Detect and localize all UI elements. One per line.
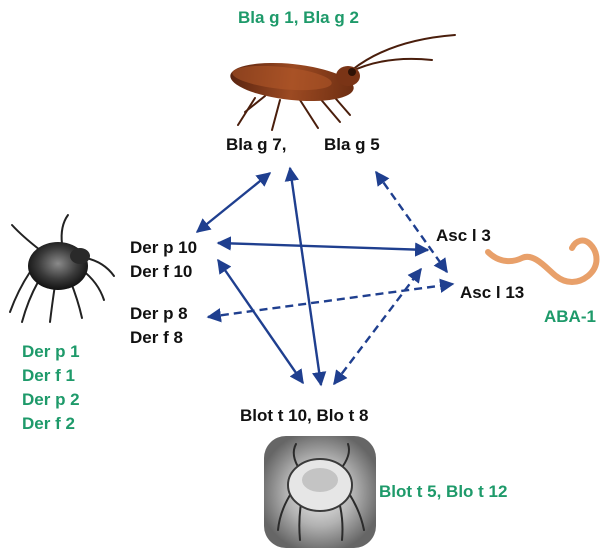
cockroach-label-blag5: Bla g 5: [324, 135, 380, 154]
storage-mite-illustration: [264, 436, 376, 548]
mite-label-derp10: Der p 10: [130, 238, 198, 257]
arrow-derp10-blott10: [217, 258, 304, 385]
arrow-blag7-blott10: [284, 166, 327, 387]
mite-green-derp2: Der p 2: [22, 390, 80, 409]
mite-label-derp8: Der p 8: [130, 304, 188, 323]
house-dust-mite-illustration: [9, 214, 115, 323]
cockroach-illustration: [230, 34, 456, 131]
mite-green-derp1: Der p 1: [22, 342, 80, 361]
blomia-label: Blot t 10, Blo t 8: [240, 406, 369, 425]
mite-green-derf2: Der f 2: [22, 414, 75, 433]
arrow-blot8-ascl13: [333, 267, 422, 386]
mite-green-derf1: Der f 1: [22, 366, 75, 385]
worm-label-ascl13: Asc l 13: [460, 283, 525, 302]
arrow-derf8-ascl13: [206, 278, 455, 323]
cockroach-green-label: Bla g 1, Bla g 2: [238, 8, 359, 27]
cockroach-label-blag7: Bla g 7,: [226, 135, 287, 154]
arrow-derp10-ascl3: [216, 236, 430, 257]
cross-reactivity-arrows: [195, 166, 455, 387]
worm-label-ascl3: Asc l 3: [436, 226, 491, 245]
worm-green-aba1: ABA-1: [544, 307, 596, 326]
roundworm-illustration: [485, 237, 600, 285]
mite-label-derf10: Der f 10: [130, 262, 193, 281]
blomia-green-label: Blot t 5, Blo t 12: [379, 482, 508, 501]
mite-label-derf8: Der f 8: [130, 328, 183, 347]
arrow-blag5-ascl13: [375, 170, 448, 274]
arrow-derp10-blag7: [195, 172, 272, 233]
